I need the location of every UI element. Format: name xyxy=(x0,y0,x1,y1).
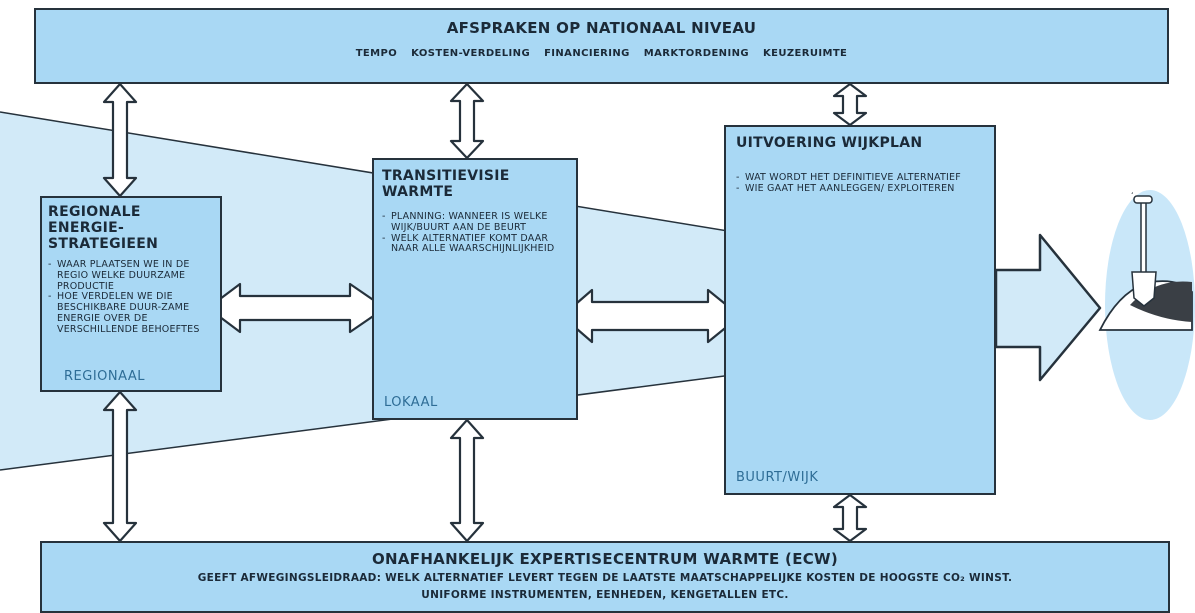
national-title: AFSPRAKEN OP NATIONAAL NIVEAU xyxy=(446,19,757,37)
topic-item: TEMPO xyxy=(355,48,398,59)
double-arrow-icon xyxy=(832,493,868,543)
regional-title-line1: REGIONALE ENERGIE- xyxy=(48,204,141,236)
expertise-line1: GEEFT AFWEGINGSLEIDRAAD: WELK ALTERNATIE… xyxy=(197,572,1013,584)
regional-strategies-box: REGIONALE ENERGIE- STRATEGIEEN WAAR PLAA… xyxy=(40,196,222,392)
double-arrow-icon xyxy=(449,418,485,543)
neighbourhood-title: UITVOERING WIJKPLAN xyxy=(736,135,923,151)
shovel-icon: ʻ xyxy=(1098,190,1195,420)
topic-item: KOSTEN-VERDELING xyxy=(411,48,531,59)
national-topics: TEMPO KOSTEN-VERDELING FINANCIERING MARK… xyxy=(36,48,1167,59)
neighbourhood-bullets: WAT WORDT HET DEFINITIEVE ALTERNATIEF WI… xyxy=(736,172,984,195)
transition-vision-box: TRANSITIEVISIE WARMTE PLANNING: WANNEER … xyxy=(372,158,578,420)
topic-item: KEUZERUIMTE xyxy=(762,48,848,59)
list-item: WAT WORDT HET DEFINITIEVE ALTERNATIEF xyxy=(736,172,984,184)
svg-text:ʻ: ʻ xyxy=(1131,191,1134,200)
topic-item: MARKTORDENING xyxy=(643,48,749,59)
topic-item: FINANCIERING xyxy=(544,48,630,59)
scale-label-regional: REGIONAAL xyxy=(64,369,146,384)
list-item: WAAR PLAATSEN WE IN DE REGIO WELKE DUURZ… xyxy=(48,259,214,292)
neighbourhood-plan-box: UITVOERING WIJKPLAN WAT WORDT HET DEFINI… xyxy=(724,125,996,495)
double-arrow-icon xyxy=(449,82,485,160)
list-item: PLANNING: WANNEER IS WELKE WIJK/BUURT AA… xyxy=(382,211,568,234)
local-title-line1: TRANSITIEVISIE xyxy=(382,168,510,184)
list-item: WIE GAAT HET AANLEGGEN/ EXPLOITEREN xyxy=(736,183,984,195)
scale-label-neighbourhood: BUURT/WIJK xyxy=(736,470,819,485)
progress-arrow-icon xyxy=(994,233,1102,382)
list-item: HOE VERDELEN WE DIE BESCHIKBARE DUUR-ZAM… xyxy=(48,291,214,335)
national-agreements-box: AFSPRAKEN OP NATIONAAL NIVEAU TEMPO KOST… xyxy=(34,8,1169,84)
expertise-centre-box: ONAFHANKELIJK EXPERTISECENTRUM WARMTE (E… xyxy=(40,541,1170,613)
regional-bullets: WAAR PLAATSEN WE IN DE REGIO WELKE DUURZ… xyxy=(48,259,214,336)
local-bullets: PLANNING: WANNEER IS WELKE WIJK/BUURT AA… xyxy=(382,211,568,256)
list-item: WELK ALTERNATIEF KOMT DAAR NAAR ALLE WAA… xyxy=(382,233,568,256)
local-title-line2: WARMTE xyxy=(382,184,454,200)
regional-title-line2: STRATEGIEEN xyxy=(48,236,159,252)
expertise-title: ONAFHANKELIJK EXPERTISECENTRUM WARMTE (E… xyxy=(371,550,839,568)
expertise-line2: UNIFORME INSTRUMENTEN, EENHEDEN, KENGETA… xyxy=(421,589,789,601)
double-arrow-icon xyxy=(832,82,868,127)
scale-label-local: LOKAAL xyxy=(384,395,438,410)
